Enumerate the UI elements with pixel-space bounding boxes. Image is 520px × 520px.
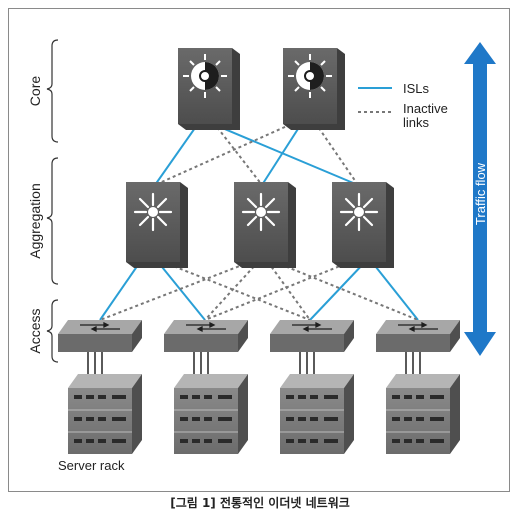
aggregation-switch — [332, 182, 394, 268]
inactive-links-aggregation-access — [99, 261, 419, 321]
tier-bracket-aggregation — [46, 157, 59, 285]
tier-bracket-access — [46, 299, 59, 363]
access-switch — [164, 320, 248, 352]
rack-cables — [87, 352, 421, 374]
aggregation-switch — [234, 182, 296, 268]
server-rack — [174, 374, 248, 454]
aggregation-switch — [126, 182, 188, 268]
legend-inactive-label-line2: links — [403, 115, 430, 130]
legend: ISLs Inactive links — [358, 81, 448, 130]
tier-label-core: Core — [27, 76, 43, 107]
core-switch — [178, 48, 240, 130]
isl-links-aggregation-access — [99, 261, 419, 321]
figure-caption: [그림 1] 전통적인 이더넷 네트워크 — [170, 496, 350, 510]
traffic-flow-label: Traffic flow — [473, 162, 488, 225]
tier-bracket-core — [46, 39, 59, 143]
access-switch — [376, 320, 460, 352]
core-switch — [283, 48, 345, 130]
access-switch — [58, 320, 142, 352]
server-rack — [280, 374, 354, 454]
legend-isl-label: ISLs — [403, 81, 430, 96]
server-rack — [68, 374, 142, 454]
server-rack — [386, 374, 460, 454]
traffic-flow-arrow: Traffic flow — [464, 42, 496, 356]
access-switch — [270, 320, 354, 352]
tier-label-access: Access — [27, 308, 43, 353]
legend-inactive-label: Inactive — [403, 101, 448, 116]
tier-label-aggregation: Aggregation — [27, 183, 43, 259]
server-rack-label: Server rack — [58, 458, 125, 473]
